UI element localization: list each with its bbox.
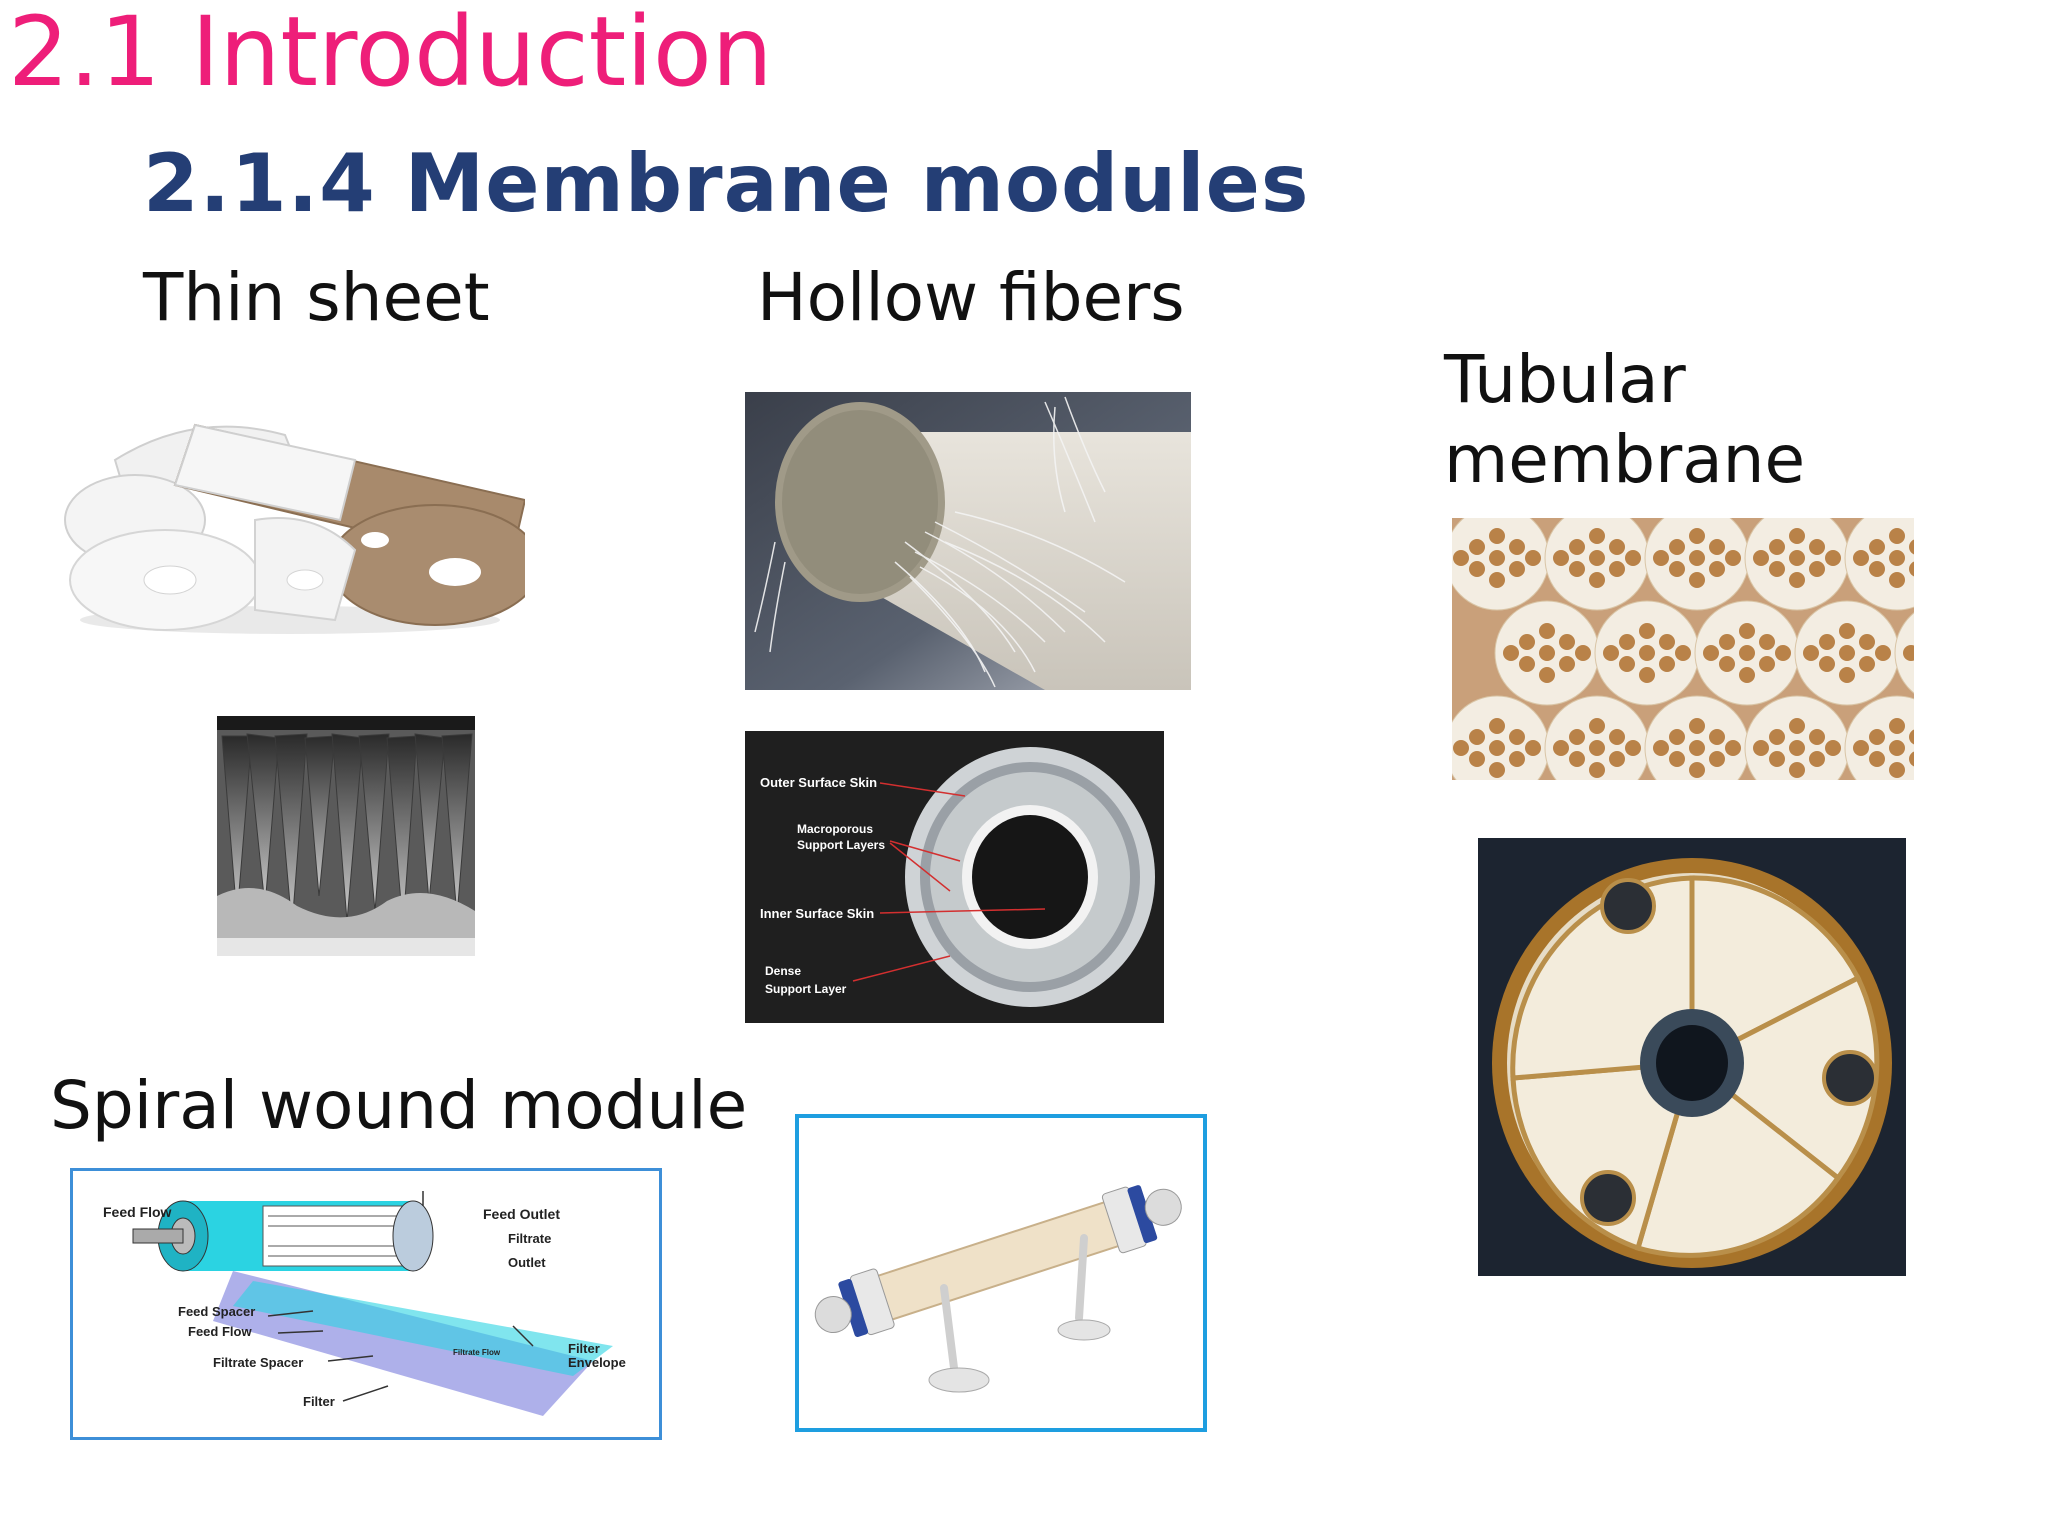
label-tubular-line2: membrane	[1444, 421, 1806, 498]
label-spiral-wound: Spiral wound module	[50, 1067, 748, 1144]
spiral-wound-diagram: Feed Flow Feed Outlet Filtrate Outlet Fe…	[70, 1168, 662, 1440]
hollow-fiber-bundle-image	[745, 392, 1191, 690]
label-thin-sheet: Thin sheet	[143, 259, 490, 336]
slide-title: 2.1 Introduction	[8, 0, 773, 108]
hollow-fiber-cross-section-diagram: Outer Surface Skin Macroporous Support L…	[745, 731, 1164, 1023]
hf-label-inner-skin: Inner Surface Skin	[760, 906, 874, 921]
hf-label-dense-1: Dense	[765, 964, 801, 978]
sw-label-feed-flow: Feed Flow	[103, 1204, 172, 1220]
sw-label-feed-outlet: Feed Outlet	[483, 1206, 560, 1222]
label-tubular-line1: Tubular	[1444, 341, 1686, 418]
sw-label-filtrate-flow: Filtrate Flow	[453, 1348, 501, 1357]
sw-label-feed-spacer: Feed Spacer	[178, 1304, 255, 1319]
sw-label-filtrate-outlet-1: Filtrate	[508, 1231, 551, 1246]
hf-label-macro-2: Support Layers	[797, 838, 885, 852]
sw-label-filtrate-outlet-2: Outlet	[508, 1255, 546, 1270]
hf-label-dense-2: Support Layer	[765, 982, 847, 996]
tubular-module-stand-image	[795, 1114, 1207, 1432]
sw-label-filtrate-spacer: Filtrate Spacer	[213, 1355, 303, 1370]
sw-label-filter: Filter	[303, 1394, 335, 1409]
tubular-multichannel-image	[1452, 518, 1914, 780]
thin-sheet-gaskets-image	[55, 390, 525, 640]
hf-label-outer-skin: Outer Surface Skin	[760, 775, 877, 790]
sw-label-filter-envelope-1: Filter	[568, 1341, 600, 1356]
hf-label-macro-1: Macroporous	[797, 822, 873, 836]
sw-label-filter-envelope-2: Envelope	[568, 1355, 626, 1370]
slide-subtitle: 2.1.4 Membrane modules	[143, 137, 1310, 230]
module-end-view-image	[1478, 838, 1906, 1276]
label-hollow-fibers: Hollow fibers	[757, 259, 1185, 336]
thin-sheet-sem-image	[217, 716, 475, 956]
sw-label-feed-flow-2: Feed Flow	[188, 1324, 252, 1339]
